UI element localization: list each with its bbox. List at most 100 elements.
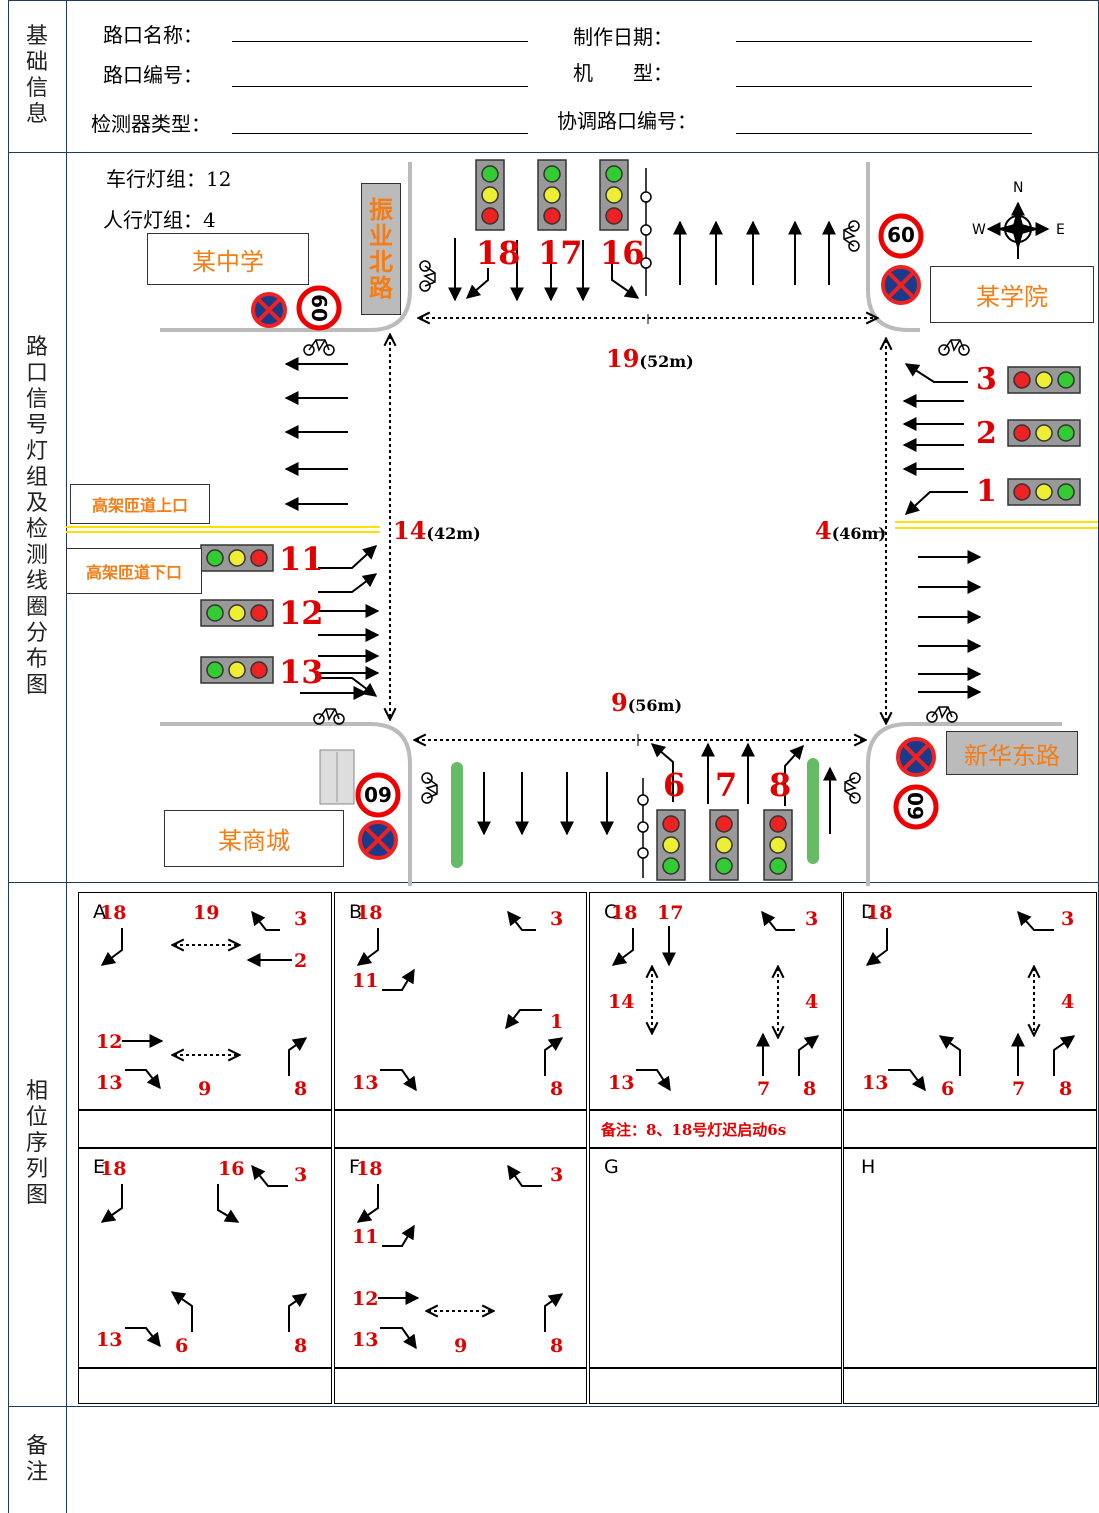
- phase-b-label: B: [349, 901, 363, 923]
- road-name-north-text: 振业北路: [369, 196, 393, 302]
- road-name-north: 振业北路: [361, 183, 401, 315]
- phase-c-group: 13: [608, 1072, 635, 1094]
- group-3: 3: [976, 362, 997, 397]
- phase-note: 备注：8、18号灯迟启动6s: [601, 1121, 787, 1139]
- number-label: 路口编号：: [103, 63, 203, 87]
- landmark-school: 某中学: [147, 233, 309, 285]
- no-parking-signs: [251, 265, 936, 860]
- phase-e-footer: [78, 1368, 332, 1404]
- section-phase-text: 相位序列图: [25, 1079, 48, 1208]
- phase-f-footer: [334, 1368, 587, 1404]
- south-exit-arrows: [477, 772, 614, 836]
- phase-b-footer: [334, 1110, 587, 1148]
- section-basic-label: 基础信息: [8, 0, 66, 152]
- phase-b-group: 18: [356, 902, 383, 924]
- compass-e: E: [1056, 222, 1065, 238]
- phase-a-group: 9: [198, 1078, 212, 1100]
- phase-c-group: 14: [608, 991, 635, 1013]
- phase-g-cell[interactable]: [589, 1148, 842, 1368]
- phase-a-group: 19: [193, 902, 220, 924]
- group-1: 1: [976, 474, 997, 509]
- phase-g-footer: [589, 1368, 842, 1404]
- green-medians: [451, 758, 819, 868]
- speed-limit-ne: 60: [887, 223, 915, 247]
- number-field[interactable]: [232, 86, 528, 87]
- phase-e-group: 18: [100, 1158, 127, 1180]
- group-7: 7: [715, 766, 738, 804]
- compass-icon: [986, 201, 1050, 259]
- landmark-college: 某学院: [930, 266, 1094, 323]
- coord-field[interactable]: [736, 133, 1032, 134]
- phase-c-label: C: [604, 901, 618, 923]
- model-field[interactable]: [736, 86, 1032, 87]
- detector-field[interactable]: [232, 133, 528, 134]
- vehicle-group-count: 车行灯组：12: [106, 167, 232, 191]
- crossing-north-label: 19(52m): [606, 344, 694, 373]
- phase-d-group: 6: [941, 1078, 955, 1100]
- phase-d-group: 7: [1012, 1078, 1026, 1100]
- phase-d-group: 4: [1061, 991, 1075, 1013]
- remark-area[interactable]: [67, 1407, 1098, 1513]
- phase-e-group: 3: [294, 1164, 308, 1186]
- signal-heads-vertical: [475, 159, 793, 881]
- compass-w: W: [972, 222, 986, 238]
- phase-d-group: 8: [1059, 1078, 1073, 1100]
- section-remark-text: 备注: [25, 1433, 48, 1485]
- north-exit-arrows: [673, 220, 836, 285]
- signal-cabinet: [319, 749, 355, 805]
- group-16: 16: [600, 234, 645, 272]
- crossing-east-num: 4: [815, 516, 832, 545]
- section-basic-text: 基础信息: [25, 24, 48, 127]
- phase-g-label: G: [604, 1156, 619, 1178]
- phase-e-group: 8: [294, 1335, 308, 1357]
- phase-b-group: 13: [352, 1072, 379, 1094]
- phase-c-group: 4: [805, 991, 819, 1013]
- crossing-east-label: 4(46m): [815, 516, 886, 545]
- west-exit-arrows: [284, 357, 348, 511]
- phase-b-group: 8: [550, 1078, 564, 1100]
- date-field[interactable]: [736, 41, 1032, 42]
- phase-c-group: 17: [657, 902, 684, 924]
- phase-d-group: 3: [1061, 908, 1075, 930]
- south-approach-arrows: [650, 742, 837, 834]
- phase-a-group: 12: [96, 1031, 123, 1053]
- phase-f-group: 13: [352, 1329, 379, 1351]
- phase-c-group: 18: [611, 902, 638, 924]
- group-12: 12: [279, 594, 324, 632]
- east-approach-arrows: [902, 363, 968, 515]
- phase-d-group: 18: [866, 902, 893, 924]
- crossing-south-label: 9(56m): [611, 688, 682, 717]
- crossing-north-len: (52m): [639, 352, 694, 371]
- phase-a-group: 3: [294, 908, 308, 930]
- phase-f-group: 9: [454, 1335, 468, 1357]
- phase-a-group: 8: [294, 1078, 308, 1100]
- phase-h-cell[interactable]: [843, 1148, 1097, 1368]
- east-exit-arrows: [918, 550, 982, 699]
- pedestrian-group-count: 人行灯组：4: [103, 208, 216, 232]
- section-layout-text: 路口信号灯组及检测线圈分布图: [25, 335, 48, 698]
- phase-a-footer: [78, 1110, 332, 1148]
- crossing-north-num: 19: [606, 344, 640, 373]
- ped-detector-poles: [637, 168, 652, 878]
- north-approach-arrows: [448, 238, 640, 302]
- phase-f-group: 11: [352, 1226, 379, 1248]
- phase-b-group: 11: [352, 970, 379, 992]
- phase-h-footer: [843, 1368, 1097, 1404]
- section-layout-label: 路口信号灯组及检测线圈分布图: [8, 152, 66, 882]
- phase-e-group: 13: [96, 1329, 123, 1351]
- west-approach-arrows: [300, 545, 380, 700]
- road-name-east: 新华东路: [946, 731, 1078, 775]
- group-18: 18: [476, 234, 521, 272]
- ramp-up-label: 高架匝道上口: [70, 484, 210, 524]
- phase-a-label: A: [93, 901, 106, 923]
- phase-c-group: 3: [805, 908, 819, 930]
- phase-c-footer: [589, 1110, 842, 1148]
- group-2: 2: [976, 416, 997, 451]
- phase-b-group: 3: [550, 908, 564, 930]
- phase-f-group: 8: [550, 1335, 564, 1357]
- phase-f-label: F: [349, 1156, 360, 1178]
- section-remark-label: 备注: [8, 1406, 66, 1513]
- name-field[interactable]: [232, 41, 528, 42]
